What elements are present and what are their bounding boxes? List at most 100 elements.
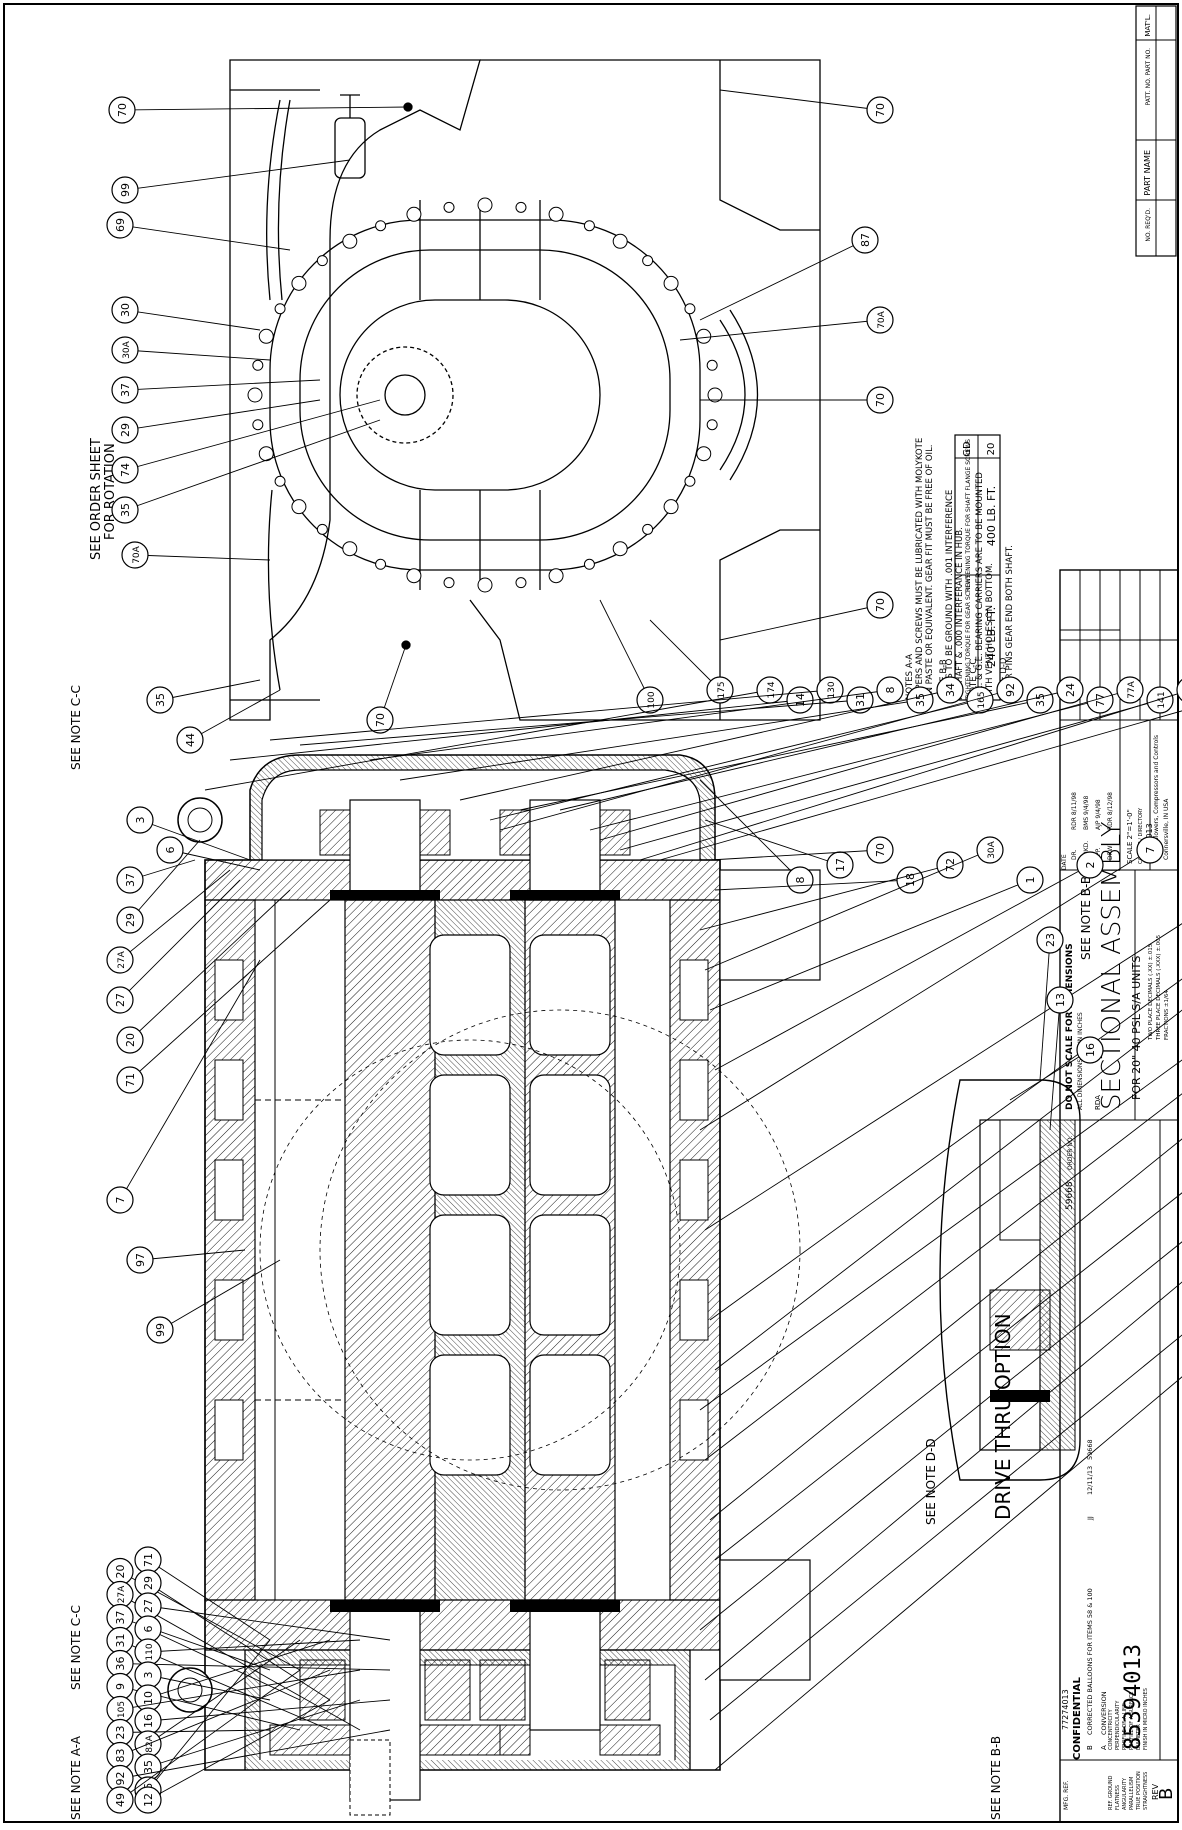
gdt-legend-item: FLATNESS (1115, 1785, 1121, 1810)
bolt-hole (342, 233, 358, 249)
bolt-hole (706, 419, 718, 431)
balloon-label: 35 (119, 503, 132, 517)
balloon-70: 70 (714, 1192, 1182, 1561)
balloon-35: 35 (111, 419, 381, 524)
bolt-hole (274, 475, 286, 487)
balloon-label: 20 (114, 1565, 127, 1579)
balloon-3: 3 (126, 806, 251, 861)
balloon-label: 70A (877, 310, 887, 328)
for-rotation-label: FOR ROTATION (103, 443, 118, 540)
gdt-legend-item: PERPENDICULARITY (1115, 1700, 1121, 1750)
sign-row-label: APP. (1095, 848, 1102, 860)
balloon-label: 70 (374, 713, 387, 727)
balloon-label: 71 (142, 1553, 155, 1567)
balloon-label: 77A (1127, 680, 1137, 698)
see-order-sheet-label: SEE ORDER SHEET (89, 438, 104, 560)
bolt-hole (247, 387, 263, 403)
balloon-1: 1 (709, 866, 1044, 1011)
balloon-83: 83 (106, 1669, 331, 1770)
bolt-hole (375, 220, 387, 232)
balloon-17: 17 (704, 819, 854, 879)
dims-note: ALL DIMENSIONS ARE IN INCHES (1077, 1012, 1084, 1110)
bolt-hole (252, 359, 264, 371)
bolt-hole (548, 568, 564, 584)
rev-value: B (1156, 1788, 1177, 1800)
bolt-hole (663, 499, 679, 515)
see-note-aa: SEE NOTE A-A (69, 1735, 83, 1820)
balloon-label: 27 (114, 993, 127, 1007)
balloon-6: 6 (156, 836, 261, 871)
sign-row-label: CHKD. (1083, 841, 1090, 860)
balloon-100: 100 (599, 599, 664, 714)
part-name-header: PART NAME (1143, 150, 1152, 196)
balloon-174: 174 (204, 676, 784, 791)
balloon-87: 87 (699, 226, 879, 321)
balloon-70: 70 (700, 386, 894, 414)
tolerance-3: FRACTIONS ±1/64 (1164, 990, 1170, 1040)
gdt-legend-item: REF. GROUND (1108, 1775, 1114, 1810)
balloon-42: 42 (709, 978, 1182, 1321)
balloon-69: 69 (106, 211, 291, 251)
balloon-70: 70 (719, 89, 894, 124)
mfg-ref-label: MFG. REF. (1063, 1780, 1070, 1810)
balloon-18: 18 (709, 1138, 1182, 1521)
balloon-16: 16 (1009, 1036, 1104, 1101)
balloon-label: 31 (114, 1634, 127, 1648)
bolt-hole (291, 275, 307, 291)
balloon-165: 165 (489, 686, 994, 821)
balloon-label: 37 (119, 383, 132, 397)
balloon-label: 8 (794, 877, 807, 884)
balloon-70A: 70A (121, 541, 271, 569)
confidential-heading: CONFIDENTIAL (1072, 1676, 1083, 1760)
balloon-71: 71 (116, 899, 331, 1094)
balloon-label: 27A (117, 1585, 127, 1603)
balloon-label: 49 (114, 1793, 127, 1807)
balloon-29: 29 (134, 1569, 331, 1701)
balloon-label: 29 (124, 913, 137, 927)
see-note-cc-top: SEE NOTE C-C (69, 685, 83, 770)
balloon-label: 72 (944, 858, 957, 872)
bolt-hole (316, 255, 328, 267)
gdt-legend-item: FINISH IN MICRO INCHES (1143, 1688, 1149, 1750)
balloon-82: 82 (704, 1281, 1182, 1681)
balloon-callouts: 7099693030A3729743570A708770A70703544701… (106, 89, 1182, 1814)
balloon-97: 97 (126, 1246, 246, 1274)
balloon-86: 86 (699, 1241, 1182, 1631)
order-label: ORDER NO. (1067, 1136, 1074, 1170)
bolt-hole (274, 303, 286, 315)
balloon-label: 16 (142, 1714, 155, 1728)
balloon-72: 72 (699, 851, 964, 931)
balloon-label: 30A (122, 340, 132, 358)
balloon-label: 92 (1004, 683, 1017, 697)
rev-row-desc: CONVERSION (1100, 1691, 1108, 1735)
balloon-label: 17 (834, 858, 847, 872)
balloon-label: 97 (134, 1253, 147, 1267)
tolerance-2: THREE PLACE DECIMALS (.XXX) ±.005 (1156, 934, 1162, 1041)
balloon-label: 174 (767, 681, 777, 698)
balloon-label: 16 (1084, 1043, 1097, 1057)
balloon-130: 130 (269, 676, 844, 741)
sign-row-label: DR. (1071, 849, 1078, 860)
end-view (229, 59, 821, 721)
bolt-hole (583, 220, 595, 232)
bolt-hole (477, 197, 493, 213)
balloon-27: 27 (106, 879, 241, 1014)
balloon-34: 34 (459, 676, 964, 801)
balloon-27A: 27A (106, 869, 231, 974)
balloon-label: 30A (987, 840, 997, 858)
bolt-hole (583, 558, 595, 570)
balloon-7: 7 (106, 959, 261, 1214)
balloon-84: 84 (714, 1376, 1182, 1771)
balloon-label: 23 (1044, 933, 1057, 947)
balloon-label: 29 (142, 1576, 155, 1590)
balloon-20: 20 (116, 889, 291, 1054)
bolt-hole (342, 541, 358, 557)
balloon-141: 141 (619, 686, 1174, 851)
balloon-175: 175 (649, 619, 734, 704)
gdt-legend-item: DIAMETER (1136, 1724, 1142, 1750)
balloon-27A: 27A (106, 1580, 361, 1731)
balloon-3: 3 (134, 1661, 271, 1701)
bolt-hole (684, 303, 696, 315)
balloon-label: 70 (116, 103, 129, 117)
